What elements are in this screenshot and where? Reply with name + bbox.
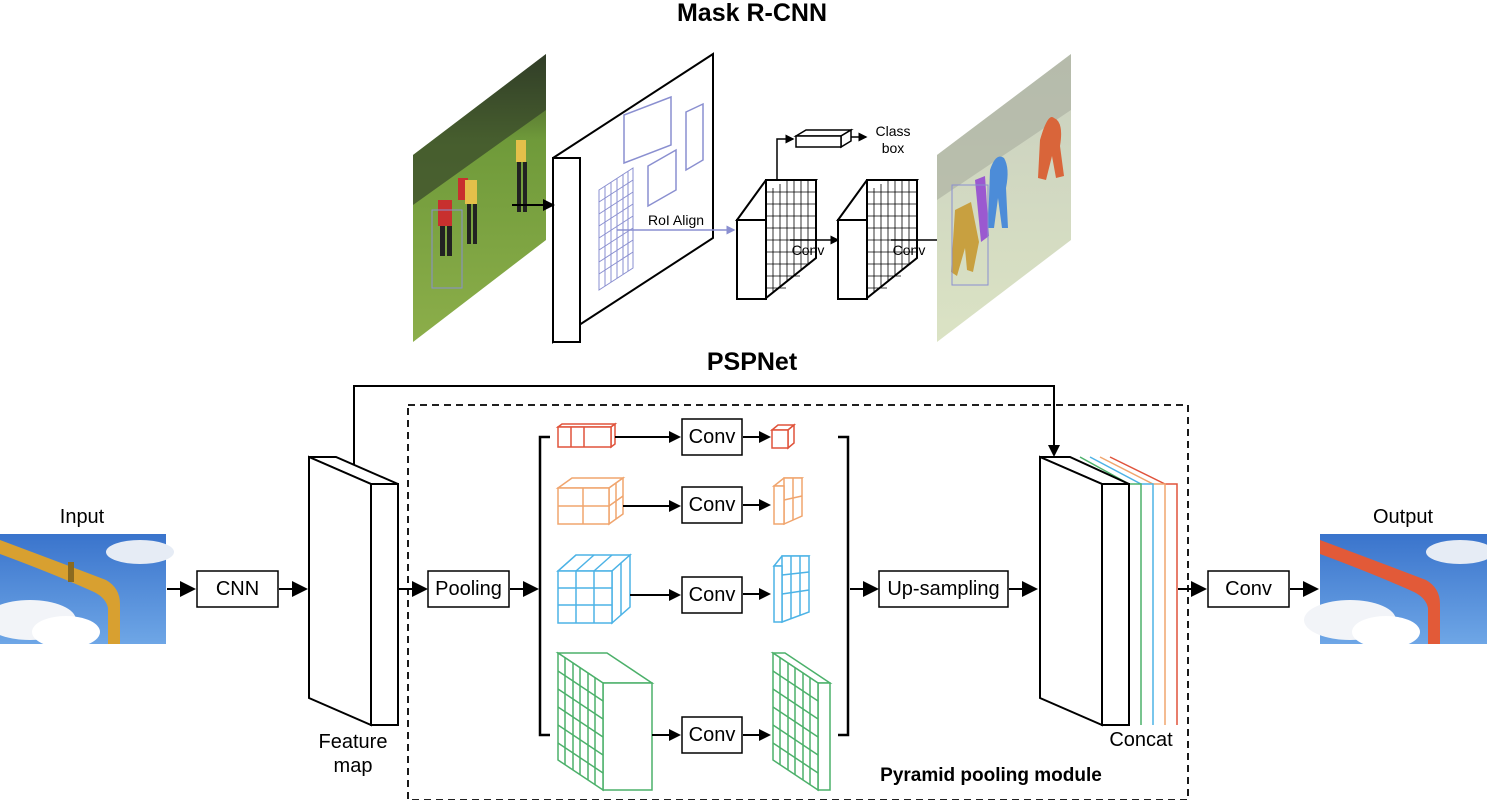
pipe-input-photo [0,534,174,648]
conv-label-row4: Conv [688,723,736,746]
conv-label-row1: Conv [688,425,736,448]
left-bracket [538,435,550,737]
roi-align-label: RoI Align [647,212,705,228]
input-label: Input [59,506,105,528]
feature-map-label-line1: Feature [318,731,388,753]
pooling-label: Pooling [435,577,502,600]
concat-slab [1039,455,1178,727]
soccer-output-photo [937,54,1071,342]
roi-feature-cube-2 [836,179,919,301]
pool-cube-3x3 [556,553,632,625]
right-bracket [838,435,850,737]
cnn-box [196,570,279,608]
mask-conv-label-1: Conv [791,242,825,258]
skip-connection-arrow [353,385,1060,468]
upsampling-box [878,570,1009,608]
pool-cube-6x6 [555,651,655,792]
conv-label-row3: Conv [688,583,736,606]
conv-cube-row3 [772,555,811,624]
mask-rcnn-title: Mask R-CNN [676,0,828,27]
conv-label-row2: Conv [688,493,736,516]
backbone-feature-slab [552,52,714,344]
cnn-label: CNN [215,577,260,600]
conv-box-row1 [681,418,743,456]
final-conv-label: Conv [1225,577,1272,600]
conv-box-row3 [681,576,743,614]
pipe-output-photo [1304,534,1487,648]
final-conv-box [1207,570,1290,608]
box-label: box [881,140,905,156]
mask-conv-label-2: Conv [892,242,926,258]
ppm-label: Pyramid pooling module [880,765,1102,786]
pool-cube-1x1 [555,422,618,449]
pool-cube-2x2 [555,476,626,526]
conv-box-row4 [681,716,743,754]
upsampling-label: Up-sampling [887,577,1000,600]
conv-cube-row1 [769,423,797,450]
conv-box-row2 [681,486,743,524]
concat-label: Concat [1109,729,1173,751]
feature-map-slab [308,455,399,727]
feature-map-label-line2: map [333,755,373,777]
roi-feature-cube-1 [735,179,818,301]
class-box-head [793,128,854,149]
arrow-to-class-box [776,134,795,195]
class-label: Class [875,123,911,139]
conv-cube-row4 [770,651,833,792]
soccer-input-photo [413,54,546,342]
pspnet-title: PSPNet [706,348,798,376]
pooling-box [427,570,510,608]
conv-cube-row2 [771,477,805,526]
output-label: Output [1372,506,1434,528]
